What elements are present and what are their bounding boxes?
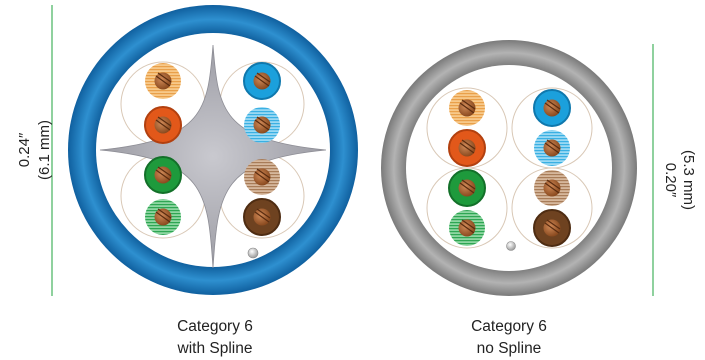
dimension-mm-left: (6.1 mm) [36, 120, 53, 180]
conductor-orange [448, 129, 486, 167]
conductor-orange-white [145, 63, 181, 99]
conductor-blue-white [534, 130, 570, 166]
conductor-brown-white [244, 159, 280, 195]
inner-core [406, 65, 612, 271]
pair-outline-brown [511, 167, 593, 249]
pair-outline-green [426, 167, 508, 249]
conductor-brown [533, 209, 571, 247]
conductor-green [144, 156, 182, 194]
caption-left-line2: with Spline [177, 340, 253, 357]
conductor-green-white [449, 210, 485, 246]
caption-left-line1: Category 6 [177, 318, 253, 335]
cable-no-spline [381, 40, 637, 296]
cable-with-spline [68, 5, 358, 295]
conductor-green-white [145, 199, 181, 235]
dimension-inches-right: 0.20″ [662, 163, 679, 198]
caption-right-line2: no Spline [477, 340, 542, 357]
conductor-orange [144, 106, 182, 144]
conductor-blue [533, 89, 571, 127]
conductor-blue [243, 62, 281, 100]
conductor-green [448, 169, 486, 207]
dimension-inches-left: 0.24″ [16, 132, 33, 167]
conductor-brown [243, 198, 281, 236]
conductor-orange-white [449, 90, 485, 126]
drain-wire [247, 247, 259, 259]
caption-right-line1: Category 6 [471, 318, 547, 335]
drain-wire [506, 241, 516, 251]
conductor-blue-white [244, 107, 280, 143]
dimension-mm-right: (5.3 mm) [680, 150, 697, 210]
conductor-brown-white [534, 170, 570, 206]
